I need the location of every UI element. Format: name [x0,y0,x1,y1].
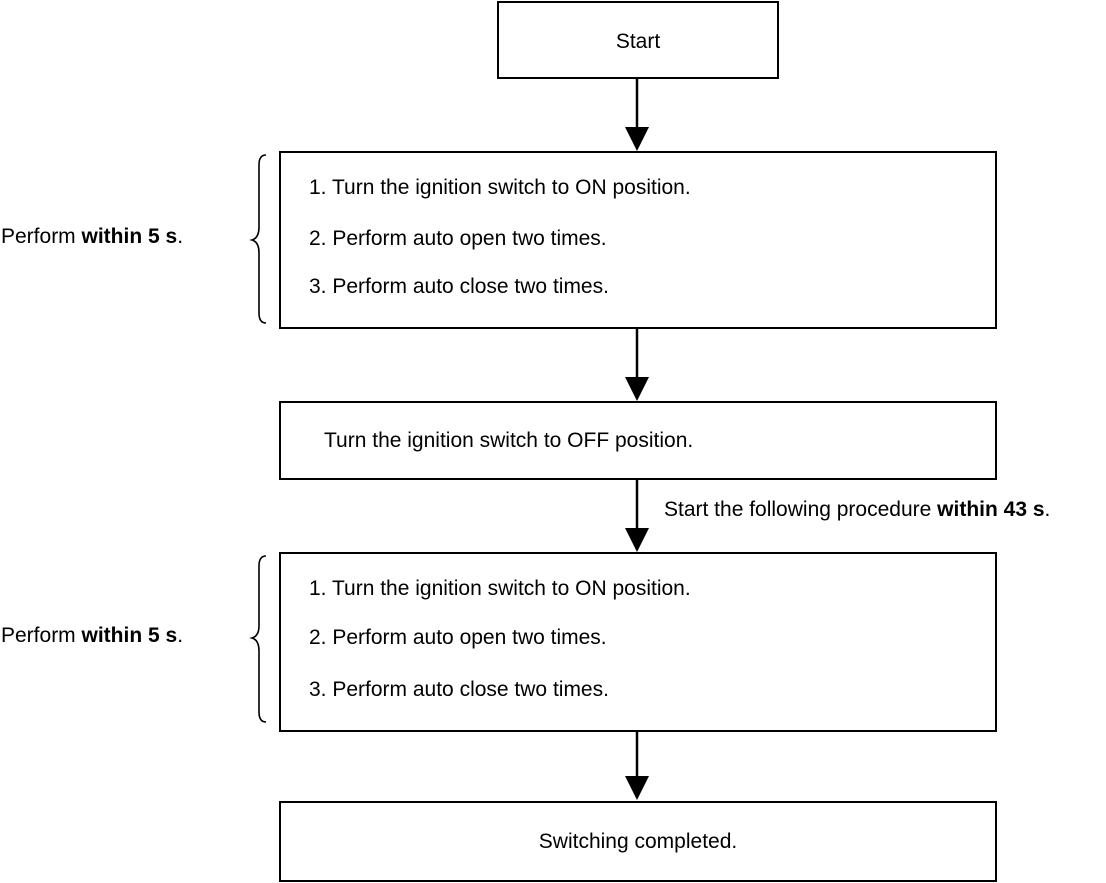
step-1-3: 3. Perform auto close two times. [309,275,609,298]
off-label: Turn the ignition switch to OFF position… [324,429,694,452]
arrow-off-to-block2 [625,479,649,552]
steps-box-2: 1. Turn the ignition switch to ON positi… [279,552,997,732]
end-label: Switching completed. [538,830,738,853]
side-label-1: Perform within 5 s. [1,225,183,249]
arrow-block1-to-off [625,328,649,401]
step-2-3: 3. Perform auto close two times. [309,678,609,701]
step-2-2: 2. Perform auto open two times. [309,626,607,649]
arrow-note-suffix: . [1044,498,1051,521]
side-label-1-bold: within 5 s [81,225,178,248]
step-1-1: 1. Turn the ignition switch to ON positi… [309,176,691,199]
end-box: Switching completed. [279,801,997,882]
start-box: Start [497,1,779,79]
brace-block1 [249,154,267,324]
start-label: Start [615,30,661,53]
arrow-note: Start the following procedure within 43 … [664,498,1050,522]
step-1-2: 2. Perform auto open two times. [309,227,607,250]
arrow-start-to-block1 [625,79,649,151]
steps-box-1: 1. Turn the ignition switch to ON positi… [279,151,997,329]
off-box: Turn the ignition switch to OFF position… [279,401,997,480]
side-label-2-bold: within 5 s [81,624,178,647]
arrow-note-bold: within 43 s [937,498,1045,521]
side-label-2-suffix: . [177,624,184,647]
step-2-1: 1. Turn the ignition switch to ON positi… [309,577,691,600]
side-label-2: Perform within 5 s. [1,624,183,648]
brace-block2 [249,555,267,723]
arrow-block2-to-end [625,731,649,800]
side-label-1-suffix: . [177,225,184,248]
side-label-1-prefix: Perform [1,225,82,248]
side-label-2-prefix: Perform [1,624,82,647]
arrow-note-prefix: Start the following procedure [664,498,938,521]
